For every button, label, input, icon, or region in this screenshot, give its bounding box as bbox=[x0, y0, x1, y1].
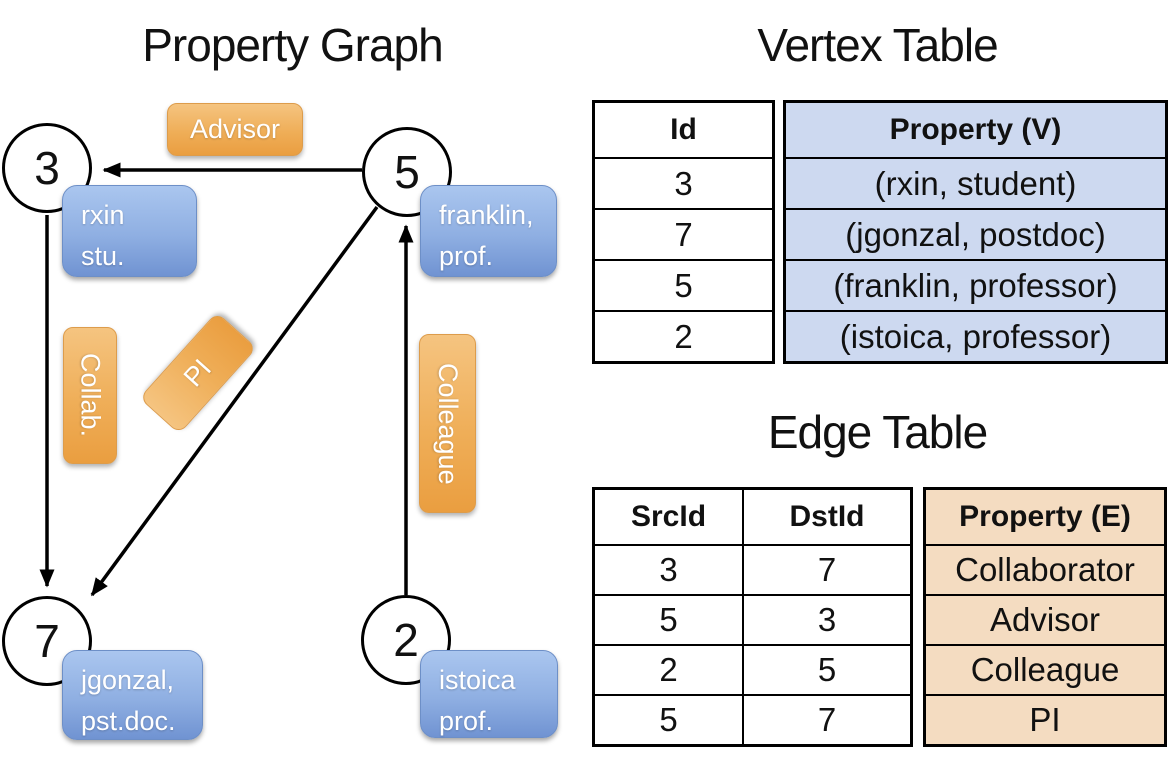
vertex-property-cell: (rxin, student) bbox=[874, 164, 1077, 202]
edge-table-id-columns: SrcId DstId 3 7 5 3 2 5 5 7 bbox=[592, 487, 913, 747]
vertex-table-header-property: Property (V) bbox=[889, 113, 1062, 146]
column-divider bbox=[742, 646, 744, 694]
edge-property-cell: PI bbox=[1029, 701, 1061, 738]
edge-label-text: Collab. bbox=[75, 353, 106, 438]
vertex-table-property-column: Property (V) (rxin, student) (jgonzal, p… bbox=[783, 100, 1168, 364]
edge-label-text: PI bbox=[177, 353, 218, 393]
edge-src-cell: 5 bbox=[659, 601, 678, 638]
table-row: (rxin, student) bbox=[786, 157, 1165, 208]
vertex-property-line: rxin bbox=[81, 200, 125, 230]
graph-node-2: 2 bbox=[361, 595, 451, 685]
graph-node-5: 5 bbox=[362, 127, 452, 217]
vertex-table-id-column: Id 3 7 5 2 bbox=[592, 100, 775, 364]
vertex-property-line: stu. bbox=[81, 240, 125, 271]
column-divider bbox=[742, 696, 744, 744]
edge-table-title: Edge Table bbox=[767, 406, 988, 458]
vertex-property-box-5: franklin, prof. bbox=[420, 185, 557, 277]
table-row: 7 bbox=[595, 208, 772, 259]
vertex-property-line: prof. bbox=[439, 240, 494, 271]
table-row: Advisor bbox=[926, 594, 1164, 644]
vertex-property-line: prof. bbox=[439, 705, 494, 736]
vertex-id-cell: 3 bbox=[674, 164, 693, 202]
vertex-property-box-2: istoica prof. bbox=[420, 650, 558, 738]
edge-dst-cell: 7 bbox=[817, 701, 837, 738]
vertex-property-cell: (jgonzal, postdoc) bbox=[845, 215, 1106, 253]
table-row: Colleague bbox=[926, 644, 1164, 694]
vertex-id-cell: 2 bbox=[674, 317, 693, 355]
table-row: (franklin, professor) bbox=[786, 259, 1165, 310]
vertex-property-box-7: jgonzal, pst.doc. bbox=[62, 650, 203, 740]
edge-label-colleague: Colleague bbox=[419, 334, 476, 513]
vertex-table-title: Vertex Table bbox=[757, 19, 998, 71]
vertex-property-cell: (franklin, professor) bbox=[833, 266, 1118, 304]
edge-table-property-column: Property (E) Collaborator Advisor Collea… bbox=[923, 487, 1167, 747]
property-graph-title: Property Graph bbox=[142, 19, 443, 71]
edge-dst-cell: 3 bbox=[817, 601, 837, 638]
table-row: 5 bbox=[595, 259, 772, 310]
table-row: Collaborator bbox=[926, 544, 1164, 594]
edge-table-header-dstid: DstId bbox=[789, 500, 865, 533]
table-row: 3 7 bbox=[595, 544, 910, 594]
vertex-table-header-id: Id bbox=[670, 113, 697, 146]
edge-table-header-property: Property (E) bbox=[959, 500, 1131, 533]
table-row: 3 bbox=[595, 157, 772, 208]
vertex-property-line: jgonzal, bbox=[81, 665, 175, 695]
column-divider bbox=[742, 490, 744, 544]
table-row: 2 5 bbox=[595, 644, 910, 694]
edge-table-header-srcid: SrcId bbox=[630, 500, 707, 533]
table-row: 5 7 bbox=[595, 694, 910, 744]
edge-label-advisor: Advisor bbox=[167, 103, 303, 156]
edge-label-collab: Collab. bbox=[63, 327, 117, 464]
edge-arrow-5-to-7 bbox=[90, 205, 379, 597]
table-row: (istoica, professor) bbox=[786, 310, 1165, 361]
vertex-id-cell: 7 bbox=[674, 215, 693, 253]
edge-src-cell: 3 bbox=[659, 551, 678, 588]
edge-dst-cell: 5 bbox=[817, 651, 837, 688]
edge-property-cell: Advisor bbox=[989, 601, 1101, 638]
table-row: (jgonzal, postdoc) bbox=[786, 208, 1165, 259]
graph-edges-layer bbox=[39, 162, 414, 597]
edge-src-cell: 2 bbox=[659, 651, 678, 688]
vertex-property-box-3: rxin stu. bbox=[62, 185, 197, 277]
column-divider bbox=[742, 596, 744, 644]
edge-property-cell: Collaborator bbox=[955, 551, 1135, 588]
vertex-id-cell: 5 bbox=[674, 266, 693, 304]
table-row: 2 bbox=[595, 310, 772, 361]
table-row: PI bbox=[926, 694, 1164, 744]
vertex-property-line: franklin, bbox=[439, 200, 534, 230]
edge-src-cell: 5 bbox=[659, 701, 678, 738]
edge-dst-cell: 7 bbox=[817, 551, 837, 588]
edge-label-text: Advisor bbox=[189, 114, 281, 144]
table-row: 5 3 bbox=[595, 594, 910, 644]
edge-label-text: Colleague bbox=[433, 362, 463, 485]
vertex-property-cell: (istoica, professor) bbox=[839, 317, 1112, 355]
edge-property-cell: Colleague bbox=[970, 651, 1120, 688]
column-divider bbox=[742, 546, 744, 594]
vertex-property-line: istoica bbox=[439, 665, 516, 695]
vertex-property-line: pst.doc. bbox=[81, 705, 176, 736]
